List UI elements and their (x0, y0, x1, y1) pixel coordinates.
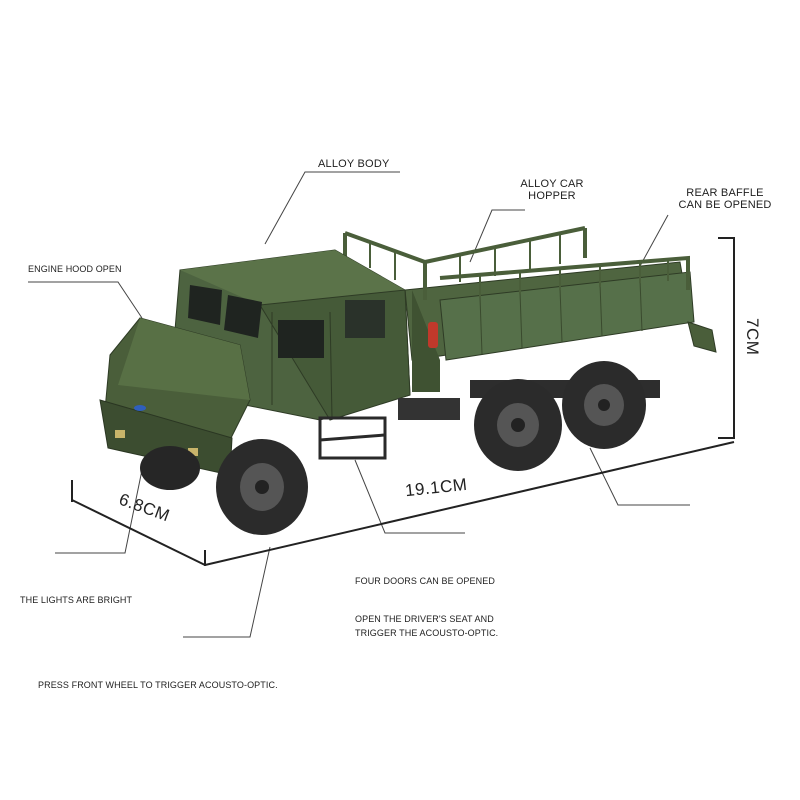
label-alloy-car-hopper-line1: ALLOY CAR (520, 178, 584, 190)
label-alloy-body: ALLOY BODY (318, 158, 390, 170)
cargo-bed (343, 226, 717, 392)
front-left-wheel (140, 446, 200, 490)
callout-lights-line (55, 469, 143, 554)
dimension-height: 7CM (743, 318, 762, 356)
label-driver-seat-line2: TRIGGER THE ACOUSTO-OPTIC. (355, 628, 499, 638)
label-rear-baffle-line1: REAR BAFFLE (686, 187, 764, 199)
callout-front-wheel-line (183, 546, 271, 638)
front-wheel (216, 439, 308, 535)
height-dimension-line (718, 237, 735, 439)
label-engine-hood: ENGINE HOOD OPEN (28, 264, 122, 274)
callout-engine-hood-line (28, 281, 143, 319)
grille-emblem (134, 405, 146, 411)
label-driver-seat: OPEN THE DRIVER'S SEAT AND TRIGGER THE A… (355, 612, 498, 640)
width-dimension-line (71, 499, 206, 566)
callout-alloy-body-line (264, 171, 400, 245)
label-four-doors: FOUR DOORS CAN BE OPENED (355, 576, 495, 586)
callout-hopper-line (469, 209, 525, 263)
rear-wheel (562, 361, 646, 449)
label-alloy-car-hopper-line2: HOPPER (528, 190, 576, 202)
length-dimension-line (204, 441, 735, 566)
dimension-lines (71, 237, 735, 566)
label-lights: THE LIGHTS ARE BRIGHT (20, 595, 133, 605)
truck-hood (99, 317, 251, 476)
callout-rear-line (589, 447, 690, 506)
label-alloy-car-hopper: ALLOY CAR HOPPER (512, 178, 592, 202)
callout-lines (28, 171, 690, 638)
middle-wheel (474, 379, 562, 471)
label-rear-baffle-line2: CAN BE OPENED (678, 199, 772, 211)
wheels (140, 361, 646, 535)
label-driver-seat-line1: OPEN THE DRIVER'S SEAT AND (355, 614, 494, 624)
callout-four-doors-line (354, 459, 465, 534)
fire-extinguisher (428, 322, 438, 348)
label-front-wheel: PRESS FRONT WHEEL TO TRIGGER ACOUSTO-OPT… (38, 680, 278, 690)
label-rear-baffle: REAR BAFFLE CAN BE OPENED (665, 187, 785, 211)
